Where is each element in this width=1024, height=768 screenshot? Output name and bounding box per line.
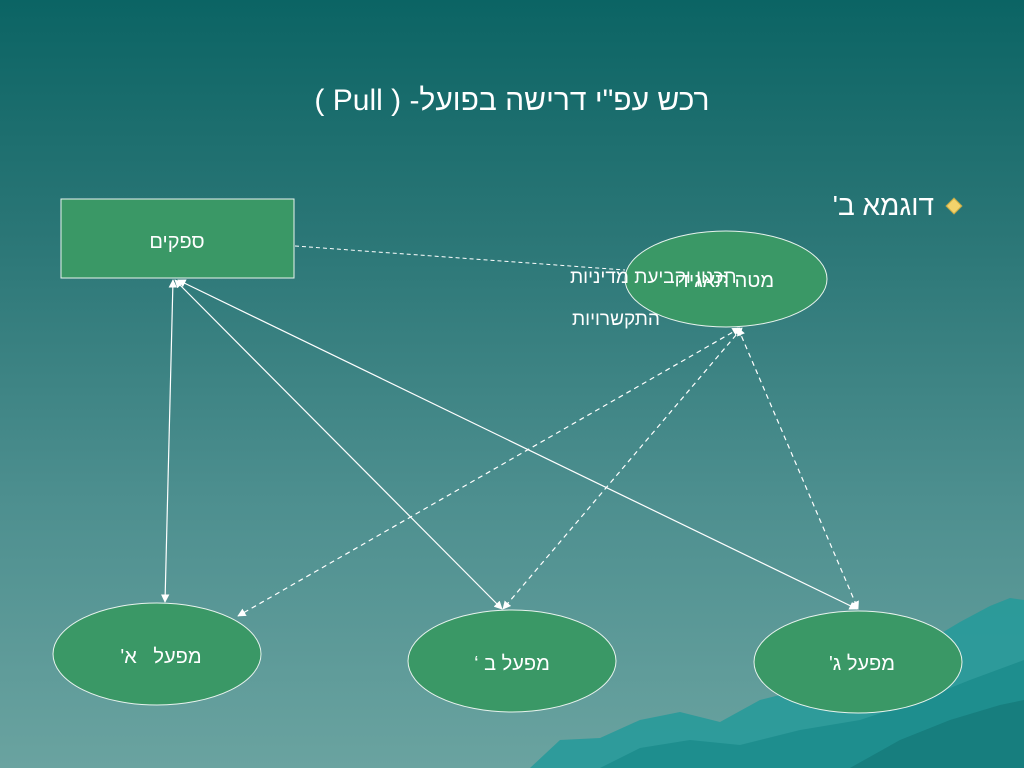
slide-title: רכש עפ"י דרישה בפועל- ( Pull ) — [314, 84, 710, 117]
bullet-item: דוגמא ב' — [832, 190, 963, 222]
edge-suppliers-plant-b — [174, 279, 503, 610]
node-plant-a: מפעל א' — [52, 602, 262, 706]
edge-suppliers-plant-a — [160, 279, 178, 603]
edge-suppliers-plant-c — [177, 279, 858, 610]
edge-suppliers-hq — [294, 245, 626, 271]
node-suppliers: ספקים — [60, 198, 295, 279]
node-hq-label: מטה תאגיד — [678, 270, 774, 292]
edge-hq-plant-a — [237, 327, 741, 617]
node-plant-c: מפעל ג' — [753, 610, 963, 714]
edge-hq-plant-b — [502, 327, 743, 610]
node-suppliers-label: ספקים — [149, 231, 204, 253]
edge-label-line-1: תכנון וקביעת מדיניות — [570, 267, 736, 288]
node-plant-a-label: מפעל א' — [120, 646, 201, 668]
edge-hq-plant-c — [737, 327, 859, 610]
node-hq: מטה תאגיד — [624, 230, 828, 328]
node-plant-b-label: מפעל ב ‘ — [474, 653, 550, 675]
mountain-decoration — [530, 598, 1024, 768]
bullet-text: דוגמא ב' — [832, 190, 934, 221]
edge-label-line-2: התקשרויות — [572, 309, 660, 330]
node-plant-b: מפעל ב ‘ — [407, 609, 617, 713]
node-plant-c-label: מפעל ג' — [829, 653, 895, 675]
